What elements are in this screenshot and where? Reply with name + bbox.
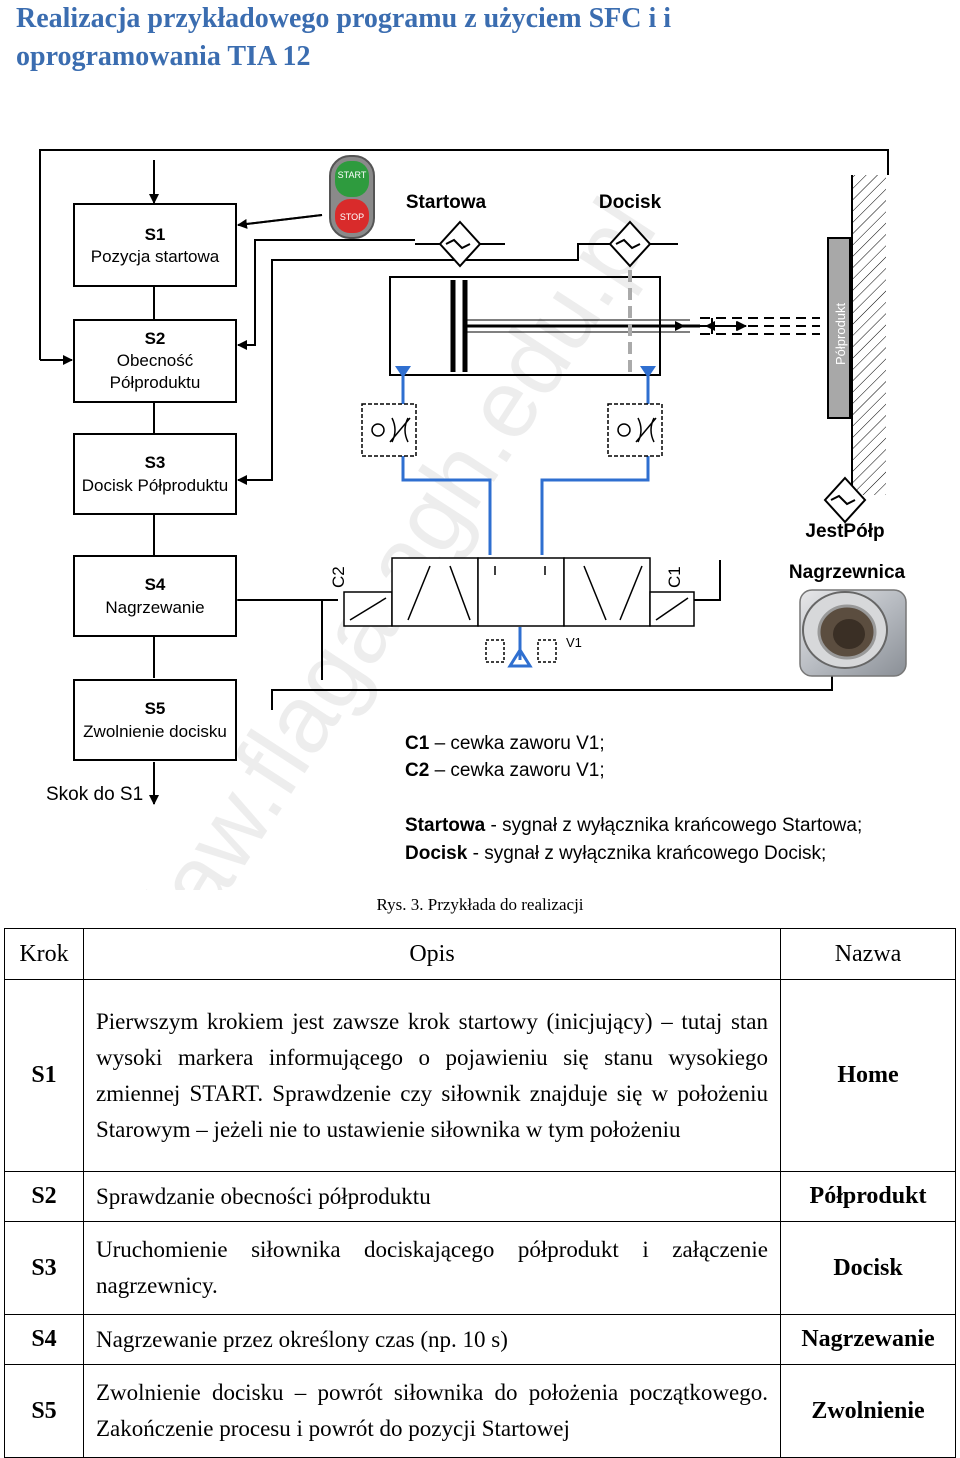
limit-switch-startowa-icon — [415, 220, 505, 268]
step-label-s5: Zwolnienie docisku — [83, 722, 227, 741]
step-label-s2-a: Obecność — [117, 351, 194, 370]
legend-docisk-code: Docisk — [405, 843, 468, 864]
step-label-s3: Docisk Półproduktu — [82, 476, 228, 495]
row-desc: Pierwszym krokiem jest zawsze krok start… — [83, 979, 781, 1172]
arrow-double-icon — [675, 318, 747, 334]
table-row: S3 Uruchomienie siłownika dociskającego … — [4, 1221, 956, 1315]
step-code-s3: S3 — [145, 453, 166, 472]
step-code-s5: S5 — [145, 699, 166, 718]
cylinder-port-right-icon — [640, 366, 656, 378]
step-box-s4: S4 Nagrzewanie — [73, 555, 237, 637]
heater-icon — [799, 589, 907, 677]
title-line-2: oprogramowania TIA 12 — [16, 41, 311, 72]
step-label-s4: Nagrzewanie — [105, 598, 204, 617]
step-code-s4: S4 — [145, 575, 166, 594]
table-row: S5 Zwolnienie docisku – powrót siłownika… — [4, 1364, 956, 1458]
legend-c2: C2 – cewka zaworu V1; — [405, 760, 605, 781]
table-header-row: Krok Opis Nazwa — [4, 928, 956, 980]
step-code-s2: S2 — [145, 329, 166, 348]
flow-valve-right-icon — [607, 403, 663, 457]
step-label-s1: Pozycja startowa — [91, 247, 220, 266]
button-stop-label: STOP — [340, 212, 364, 222]
header-opis: Opis — [83, 928, 781, 980]
pressure-source-icon — [507, 647, 533, 668]
sensor-startowa-label: Startowa — [406, 192, 487, 213]
legend-docisk-text: - sygnał z wyłącznika krańcowego Docisk; — [467, 843, 826, 864]
coil-c2-label: C2 — [329, 566, 348, 588]
steps-table: Krok Opis Nazwa S1 Pierwszym krokiem jes… — [4, 928, 956, 1458]
flow-valve-left-icon — [361, 403, 417, 457]
row-desc: Uruchomienie siłownika dociskającego pół… — [83, 1221, 781, 1315]
table-row: S1 Pierwszym krokiem jest zawsze krok st… — [4, 979, 956, 1172]
step-box-s5: S5 Zwolnienie docisku — [73, 679, 237, 761]
arrow-to-s1 — [237, 214, 323, 229]
row-step: S3 — [4, 1221, 84, 1315]
row-step: S1 — [4, 979, 84, 1172]
button-start-label: START — [338, 170, 367, 180]
header-krok: Krok — [4, 928, 84, 980]
legend-c1: C1 – cewka zaworu V1; — [405, 733, 605, 754]
legend-startowa: Startowa - sygnał z wyłącznika krańcoweg… — [405, 815, 862, 836]
title-line-1: Realizacja przykładowego programu z użyc… — [16, 3, 672, 34]
sfc-diagram: stanislaw.flaga.agh.edu.pl S1 Pozycja st… — [0, 149, 907, 890]
step-box-s2: S2 Obecność Półproduktu — [73, 319, 237, 403]
product-block: Półprodukt — [827, 237, 851, 419]
legend: C1 – cewka zaworu V1; C2 – cewka zaworu … — [405, 733, 862, 864]
cylinder-port-left-icon — [395, 366, 411, 378]
legend-c2-code: C2 — [405, 760, 429, 781]
row-step: S4 — [4, 1314, 84, 1365]
row-name: Półprodukt — [780, 1171, 956, 1222]
legend-docisk: Docisk - sygnał z wyłącznika krańcowego … — [405, 843, 826, 864]
limit-switch-docisk-icon — [602, 220, 678, 268]
sensor-docisk-label: Docisk — [599, 192, 662, 213]
figure-caption: Rys. 3. Przykłada do realizacji — [376, 895, 584, 914]
row-step: S2 — [4, 1171, 84, 1222]
row-desc: Zwolnienie docisku – powrót siłownika do… — [83, 1364, 781, 1458]
heater-label: Nagrzewnica — [789, 562, 906, 583]
legend-c1-code: C1 — [405, 733, 430, 754]
sensor-jestpolp-label: JestPółp — [805, 521, 884, 542]
hatched-wall-icon — [851, 175, 886, 495]
row-name: Nagrzewanie — [780, 1314, 956, 1365]
step-box-s3: S3 Docisk Półproduktu — [73, 433, 237, 515]
legend-startowa-code: Startowa — [405, 815, 486, 836]
row-name: Zwolnienie — [780, 1364, 956, 1458]
step-code-s1: S1 — [145, 225, 166, 244]
legend-c2-text: – cewka zaworu V1; — [429, 760, 604, 781]
valve-v1-icon — [343, 557, 695, 663]
row-name: Home — [780, 979, 956, 1172]
row-name: Docisk — [780, 1221, 956, 1315]
limit-switch-jestpolp-icon — [823, 476, 867, 524]
step-label-s2-b: Półproduktu — [110, 373, 201, 392]
row-step: S5 — [4, 1364, 84, 1458]
header-nazwa: Nazwa — [780, 928, 956, 980]
legend-startowa-text: - sygnał z wyłącznika krańcowego Startow… — [485, 815, 862, 836]
jump-label: Skok do S1 — [46, 784, 143, 805]
row-desc: Nagrzewanie przez określony czas (np. 10… — [83, 1314, 781, 1365]
row-desc: Sprawdzanie obecności półproduktu — [83, 1171, 781, 1222]
page-title: Realizacja przykładowego programu z użyc… — [16, 0, 916, 76]
table-row: S4 Nagrzewanie przez określony czas (np.… — [4, 1314, 956, 1365]
valve-v1-label: V1 — [566, 635, 582, 650]
legend-c1-text: – cewka zaworu V1; — [429, 733, 604, 754]
coil-c1-label: C1 — [665, 566, 684, 588]
product-label: Półprodukt — [833, 302, 848, 365]
step-box-s1: S1 Pozycja startowa — [73, 203, 237, 287]
table-row: S2 Sprawdzanie obecności półproduktu Pół… — [4, 1171, 956, 1222]
start-stop-button-icon: START STOP — [329, 155, 375, 239]
